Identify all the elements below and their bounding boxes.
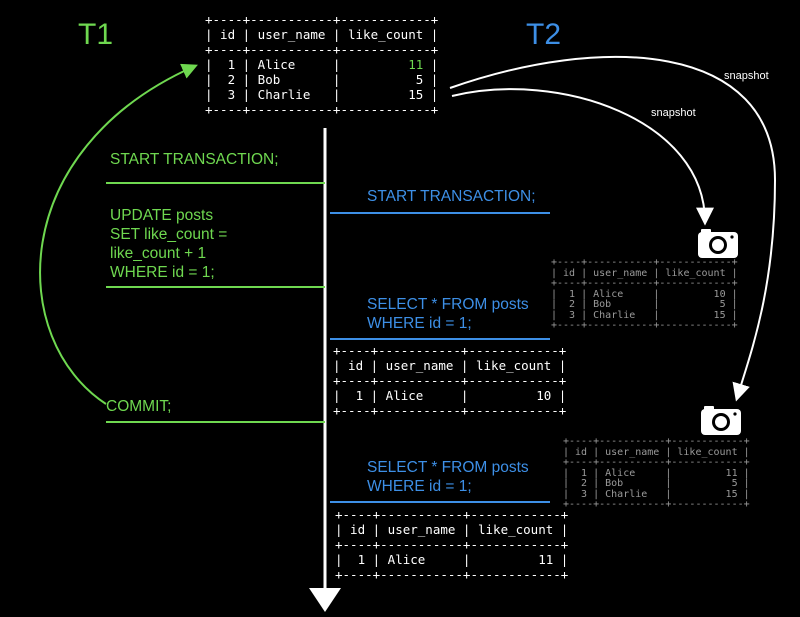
t2-select-1: SELECT * FROM posts WHERE id = 1; <box>367 296 529 332</box>
result-table-2: +----+-----------+------------+ | id | u… <box>335 507 569 582</box>
t1-update-statement: UPDATE posts SET like_count = like_count… <box>110 207 228 281</box>
table-header: +----+-----------+------------+ | id | u… <box>205 12 439 57</box>
t1-label: T1 <box>78 18 114 51</box>
camera-icon <box>701 406 741 435</box>
snapshot-table-before-commit: +----+-----------+------------+ | id | u… <box>551 257 738 331</box>
table-footer: +----+-----------+------------+ <box>205 102 439 117</box>
t1-start-transaction: START TRANSACTION; <box>110 151 279 168</box>
table-row: | 2 | Bob | 5 | <box>205 72 439 87</box>
snapshot-label-1: snapshot <box>651 107 696 119</box>
camera-icon <box>698 229 738 258</box>
source-table: +----+-----------+------------+ | id | u… <box>205 12 438 117</box>
snapshot-arrow-1 <box>451 88 714 226</box>
snapshot-label-2: snapshot <box>724 70 769 82</box>
timeline-arrowhead <box>309 588 341 612</box>
updated-value: 11 <box>408 57 424 72</box>
t1-commit: COMMIT; <box>106 398 172 415</box>
t2-label: T2 <box>526 18 562 51</box>
table-row: | 3 | Charlie | 15 | <box>205 87 439 102</box>
commit-arrow <box>39 63 198 405</box>
snapshot-table-after-commit: +----+-----------+------------+ | id | u… <box>563 436 750 510</box>
table-row: | 1 | Alice | 11 | <box>205 57 439 72</box>
t2-select-2: SELECT * FROM posts WHERE id = 1; <box>367 459 529 495</box>
t2-start-transaction: START TRANSACTION; <box>367 188 536 205</box>
result-table-1: +----+-----------+------------+ | id | u… <box>333 343 567 418</box>
snapshot-arrow-2 <box>449 55 777 402</box>
